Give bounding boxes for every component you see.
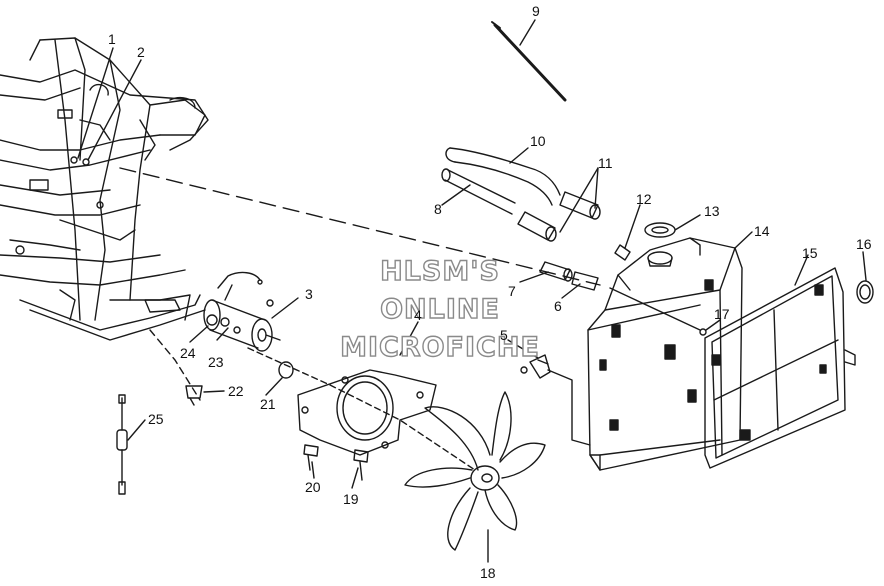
callout-13: 13	[704, 203, 720, 219]
callout-6: 6	[554, 298, 562, 314]
part-24-washer	[206, 314, 218, 326]
frame-assembly	[0, 37, 209, 401]
callout-14: 14	[754, 223, 770, 239]
callout-10: 10	[530, 133, 546, 149]
part-10-hose	[445, 147, 561, 206]
callout-19: 19	[343, 491, 359, 507]
part-15-screen	[704, 267, 856, 469]
callout-25: 25	[148, 411, 164, 427]
watermark-line-1: HLSM'S	[379, 256, 500, 287]
part-12-drain-cock	[614, 244, 631, 261]
part-8-hose	[441, 168, 516, 215]
callout-11: 11	[598, 155, 613, 171]
part-16-o-ring	[856, 280, 874, 304]
callout-5: 5	[500, 327, 508, 343]
callout-18: 18	[480, 565, 496, 581]
callout-7: 7	[508, 283, 516, 299]
callout-16: 16	[856, 236, 872, 252]
callout-12: 12	[636, 191, 652, 207]
callout-15: 15	[802, 245, 818, 261]
part-21-spacer	[278, 361, 294, 379]
callout-2: 2	[137, 44, 145, 60]
callout-17: 17	[714, 306, 730, 322]
callout-8: 8	[434, 201, 442, 217]
part-23-nut	[220, 317, 230, 327]
part-22-grommet	[185, 385, 203, 406]
part-25-fuse-holder	[116, 394, 128, 495]
callout-23: 23	[208, 354, 224, 370]
callout-9: 9	[532, 3, 540, 19]
callout-3: 3	[305, 286, 313, 302]
part-14-radiator	[587, 237, 743, 471]
watermark-line-3: MICROFICHE	[339, 332, 540, 363]
part-3-fan-motor	[203, 271, 281, 352]
callout-24: 24	[180, 345, 196, 361]
callout-22: 22	[228, 383, 244, 399]
part-6-fitting	[571, 271, 599, 291]
part-19-bolt	[353, 449, 369, 481]
callout-1: 1	[108, 31, 116, 47]
part-4-fan-shroud	[297, 369, 437, 456]
callout-20: 20	[305, 479, 321, 495]
part-20-bolt	[303, 444, 319, 471]
callout-21: 21	[260, 396, 276, 412]
part-17-bolt	[699, 328, 707, 336]
part-18-fan-blade	[404, 391, 546, 551]
callout-4: 4	[414, 307, 422, 323]
watermark-line-2: ONLINE	[379, 294, 500, 325]
part-9-rod	[493, 23, 567, 102]
part-11-clamps	[517, 191, 601, 242]
part-5-temp-switch	[520, 354, 591, 446]
